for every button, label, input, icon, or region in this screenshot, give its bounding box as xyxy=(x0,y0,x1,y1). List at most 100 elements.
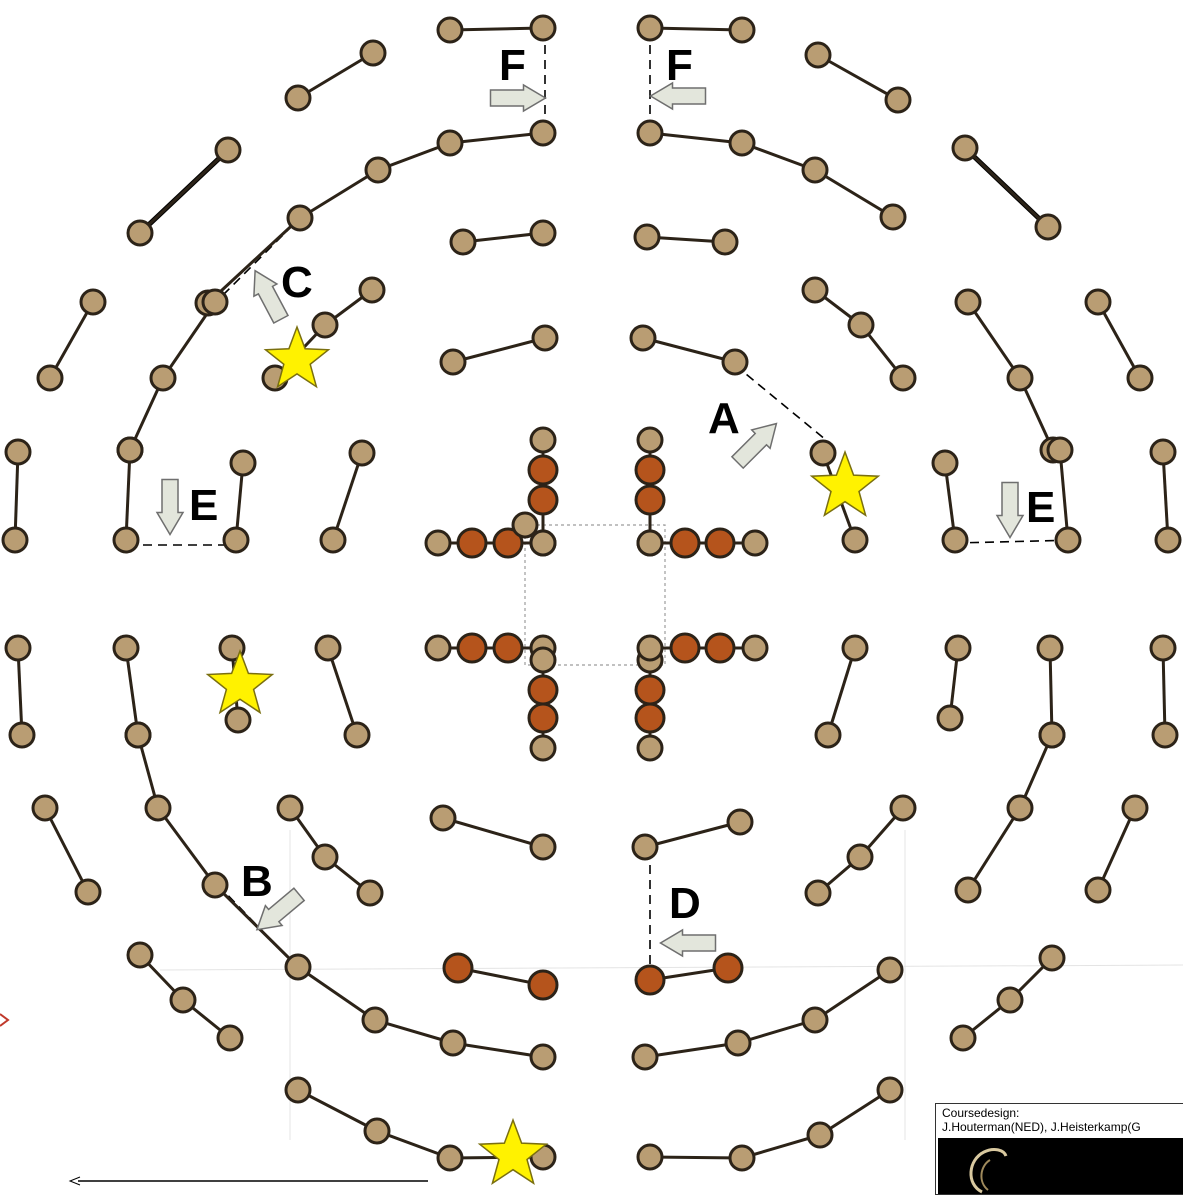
label-A: A xyxy=(708,394,740,443)
pole xyxy=(441,1031,465,1055)
pole xyxy=(891,366,915,390)
pole xyxy=(1008,366,1032,390)
pole-link xyxy=(126,450,130,540)
pole-link xyxy=(645,822,740,847)
pole xyxy=(288,206,312,230)
pole-dark xyxy=(636,966,664,994)
pole xyxy=(848,845,872,869)
pole xyxy=(513,513,537,537)
star-icon xyxy=(208,651,273,713)
pole-link xyxy=(333,453,362,540)
pole xyxy=(531,428,555,452)
pole xyxy=(33,796,57,820)
pole xyxy=(886,88,910,112)
logo-swirl-icon xyxy=(952,1144,1022,1194)
pole xyxy=(808,1123,832,1147)
pole-link xyxy=(828,648,855,735)
pole xyxy=(723,350,747,374)
pole xyxy=(10,723,34,747)
pole xyxy=(633,835,657,859)
poles xyxy=(3,16,1180,1170)
pole xyxy=(224,528,248,552)
pole xyxy=(849,313,873,337)
pole xyxy=(743,636,767,660)
pole-dark xyxy=(494,634,522,662)
pole-dark xyxy=(636,486,664,514)
pole xyxy=(943,528,967,552)
pole-dark xyxy=(529,676,557,704)
pole xyxy=(151,366,175,390)
pole xyxy=(1086,878,1110,902)
pole xyxy=(118,438,142,462)
pole xyxy=(728,810,752,834)
pole xyxy=(806,43,830,67)
pole-dark xyxy=(529,486,557,514)
pole-link xyxy=(158,808,215,885)
pole xyxy=(1128,366,1152,390)
pole xyxy=(531,221,555,245)
label-D: D xyxy=(669,879,701,928)
pole-dark xyxy=(636,456,664,484)
pole xyxy=(638,736,662,760)
pole xyxy=(1123,796,1147,820)
pole-link xyxy=(643,338,735,362)
pole xyxy=(531,1045,555,1069)
pole xyxy=(1038,636,1062,660)
pole xyxy=(816,723,840,747)
pole-link xyxy=(965,148,1048,227)
pole xyxy=(803,158,827,182)
pole xyxy=(531,16,555,40)
pole xyxy=(843,636,867,660)
pole xyxy=(38,366,62,390)
pole xyxy=(286,86,310,110)
pole-link xyxy=(818,55,898,100)
pole-link xyxy=(815,170,893,217)
pole-dark xyxy=(714,954,742,982)
pole xyxy=(438,18,462,42)
pole xyxy=(441,350,465,374)
pole xyxy=(231,451,255,475)
pole xyxy=(203,873,227,897)
pole-dark xyxy=(706,634,734,662)
pole-dark xyxy=(636,704,664,732)
pole xyxy=(1048,438,1072,462)
pole xyxy=(171,988,195,1012)
pole xyxy=(956,878,980,902)
pole xyxy=(363,1008,387,1032)
red-arrow-icon xyxy=(0,1014,8,1026)
pole-link xyxy=(443,818,543,847)
pole-dark xyxy=(529,971,557,999)
pole-link xyxy=(300,170,378,218)
pole xyxy=(146,796,170,820)
arrow-icon xyxy=(997,483,1023,538)
pole xyxy=(843,528,867,552)
pole xyxy=(1008,796,1032,820)
pole xyxy=(938,706,962,730)
pole xyxy=(321,528,345,552)
pole-link xyxy=(1060,450,1068,540)
star-icon xyxy=(480,1120,547,1183)
pole-link xyxy=(650,1157,742,1158)
pole xyxy=(366,158,390,182)
pole xyxy=(114,636,138,660)
pole-link xyxy=(45,808,88,892)
pole xyxy=(533,326,557,350)
pole xyxy=(1151,440,1175,464)
pole xyxy=(811,441,835,465)
pole xyxy=(803,278,827,302)
pole xyxy=(531,121,555,145)
pole xyxy=(216,138,240,162)
arrow-icon xyxy=(661,930,716,956)
pole-link xyxy=(328,648,357,735)
label-B: B xyxy=(241,857,273,906)
credit-names: J.Houterman(NED), J.Heisterkamp(G xyxy=(936,1120,1183,1134)
pole xyxy=(126,723,150,747)
pole xyxy=(76,880,100,904)
pole xyxy=(803,1008,827,1032)
pole xyxy=(806,881,830,905)
pole-link xyxy=(650,28,742,30)
pole xyxy=(1151,636,1175,660)
pole-link xyxy=(453,1043,543,1057)
label-F-left: F xyxy=(499,41,526,90)
pole xyxy=(286,1078,310,1102)
